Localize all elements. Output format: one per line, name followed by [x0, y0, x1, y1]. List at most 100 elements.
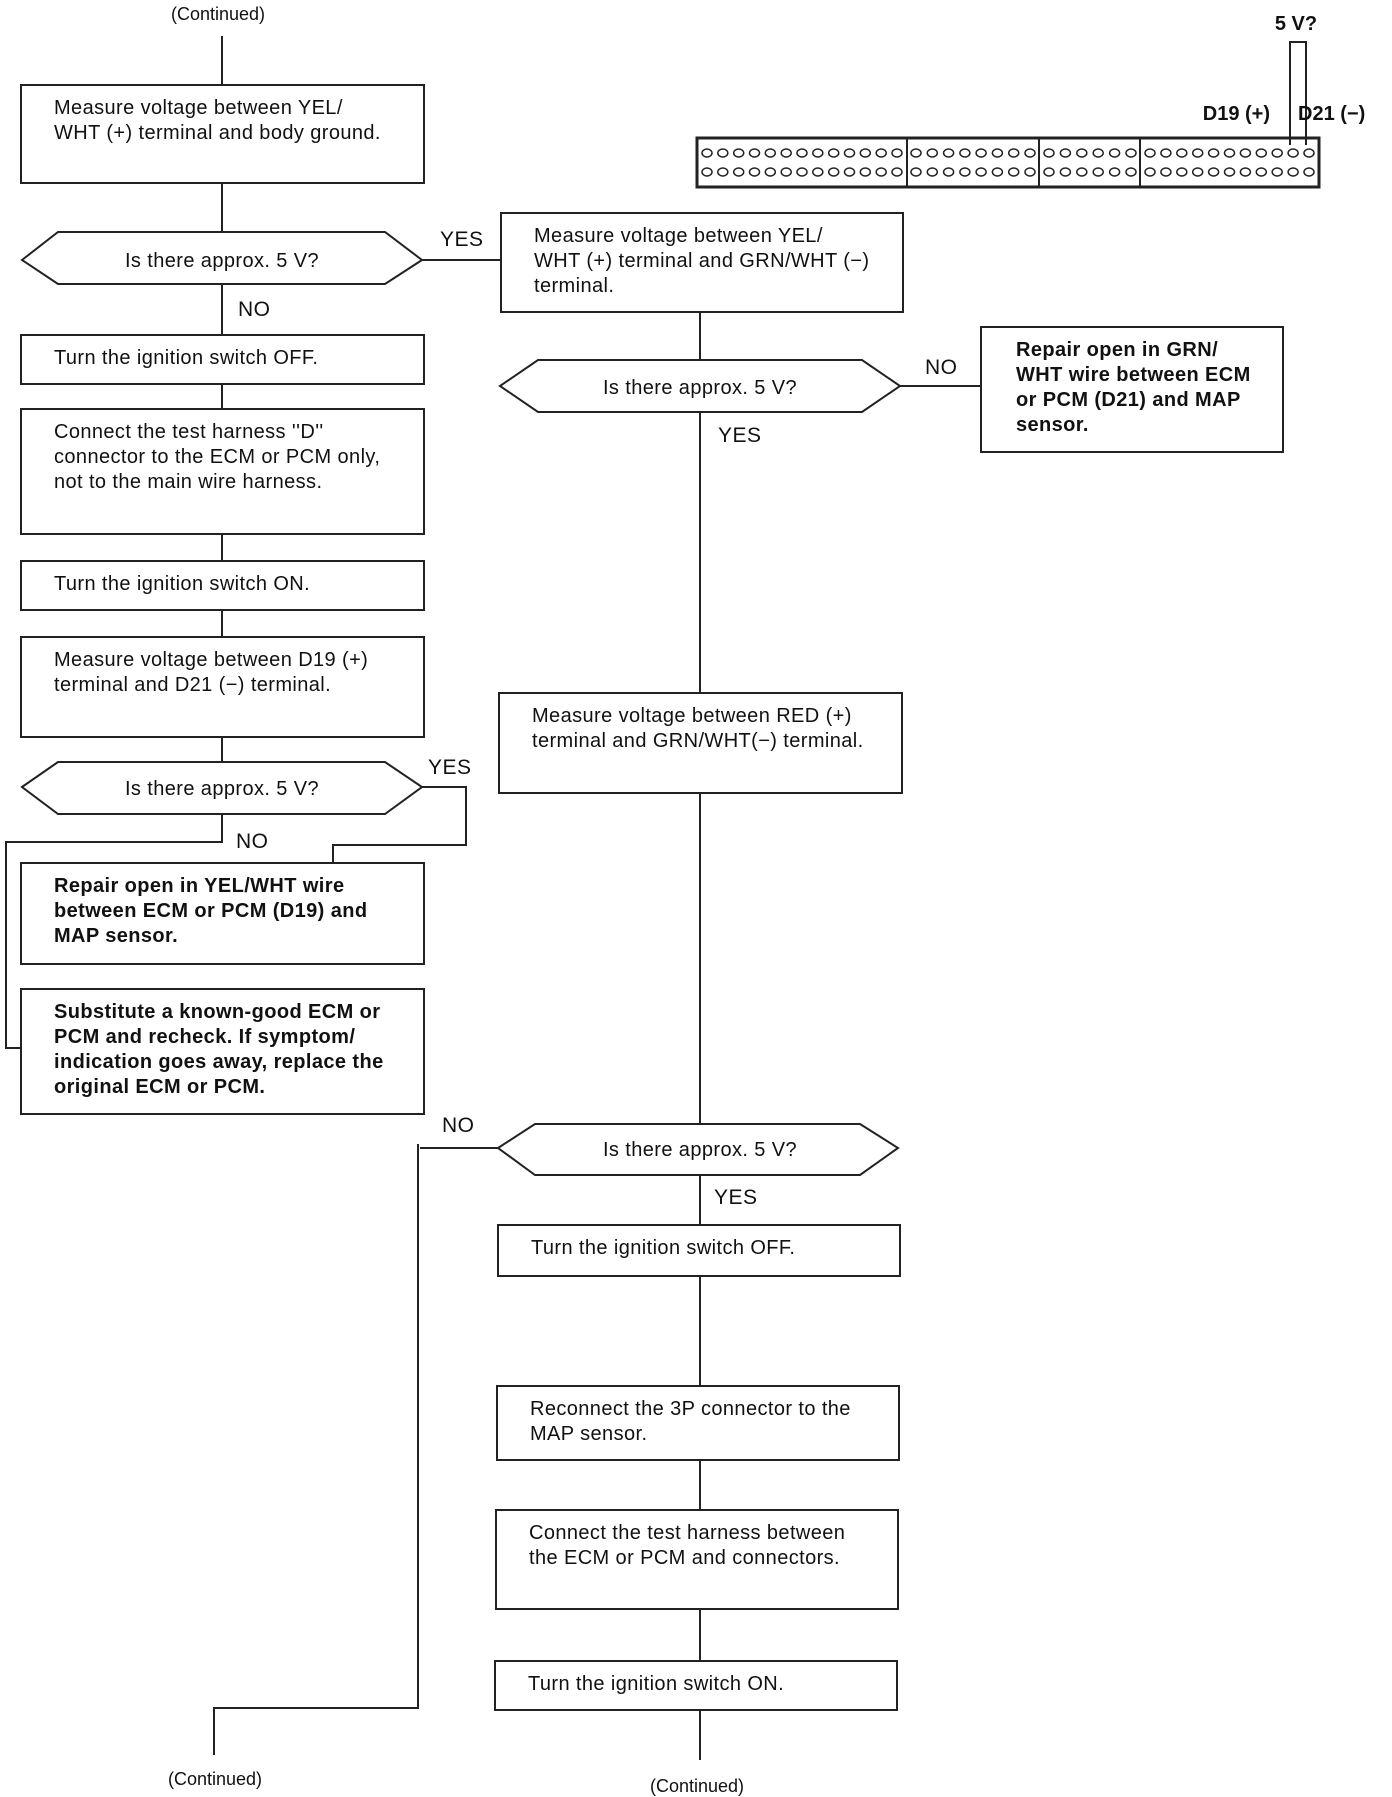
- connector-pin: [959, 167, 971, 177]
- connector-pin: [843, 148, 856, 158]
- step-connect-test-harness-all: Connect the test harness between the ECM…: [495, 1509, 899, 1610]
- connector-pin: [732, 148, 745, 158]
- connector-pin: [1271, 167, 1283, 177]
- connector-pin: [1043, 167, 1055, 177]
- connector-pin: [1303, 148, 1315, 158]
- decision-text-3: Is there approx. 5 V?: [603, 377, 797, 399]
- connector-pin: [701, 148, 713, 158]
- answer-no-3: NO: [925, 356, 958, 379]
- connector-pin: [1191, 148, 1204, 158]
- continued-bottom-left-label: (Continued): [168, 1769, 263, 1789]
- step-text: Repair open in GRN/ WHT wire between ECM…: [1016, 339, 1251, 436]
- answer-yes-1: YES: [440, 228, 484, 251]
- decision-text-4: Is there approx. 5 V?: [603, 1139, 797, 1161]
- step-text: Substitute a known-good ECM or PCM and r…: [54, 1001, 384, 1098]
- connector-pin: [812, 148, 824, 158]
- step-repair-yel-wht: Repair open in YEL/WHT wire between ECM …: [20, 862, 425, 965]
- connector-pin: [717, 167, 729, 177]
- step-measure-d19-d21: Measure voltage between D19 (+) terminal…: [20, 636, 425, 738]
- connector-pin: [1287, 167, 1299, 177]
- connector-pin: [1144, 148, 1156, 158]
- step-text: Reconnect the 3P connector to the MAP se…: [530, 1398, 851, 1445]
- connector-pin: [975, 148, 987, 158]
- connector-pin: [1125, 167, 1137, 177]
- pin-d21-label: D21 (−): [1298, 103, 1365, 125]
- connector-pin: [1223, 148, 1236, 158]
- connector-pin: [891, 167, 903, 177]
- step-substitute-ecm: Substitute a known-good ECM or PCM and r…: [20, 988, 425, 1115]
- connector-pin: [1176, 167, 1188, 177]
- step-text: Measure voltage between YEL/ WHT (+) ter…: [54, 97, 381, 144]
- step-text: Turn the ignition switch OFF.: [531, 1237, 796, 1259]
- connector-pin: [1076, 167, 1088, 177]
- connector-pin: [717, 148, 729, 158]
- connector-pin: [1125, 148, 1137, 158]
- connector-pin: [975, 167, 987, 177]
- connector-pin: [875, 167, 887, 177]
- connector-pin: [926, 148, 939, 158]
- continued-bottom-right-label: (Continued): [650, 1776, 745, 1796]
- no-path-to-substitute: [5, 814, 223, 1049]
- connector-pin: [942, 148, 955, 158]
- connector-pin: [748, 167, 761, 177]
- connector-pin: [1024, 167, 1036, 177]
- step-turn-on-1: Turn the ignition switch ON.: [20, 560, 425, 611]
- decision-text-1: Is there approx. 5 V?: [125, 250, 319, 272]
- connector-pin: [1239, 167, 1252, 177]
- step-measure-red-grn-wht: Measure voltage between RED (+) terminal…: [498, 692, 903, 794]
- step-text: Repair open in YEL/WHT wire between ECM …: [54, 875, 368, 947]
- connector-pin: [1024, 148, 1036, 158]
- meter-lead: [1289, 41, 1307, 145]
- connector-pin: [859, 148, 872, 158]
- connector-pin: [1076, 148, 1088, 158]
- connector-pin: [1223, 167, 1236, 177]
- connector-pin: [1303, 167, 1315, 177]
- connector-pin: [827, 148, 840, 158]
- step-reconnect-3p: Reconnect the 3P connector to the MAP se…: [496, 1385, 900, 1461]
- answer-yes-2: YES: [428, 756, 472, 779]
- connector-pin: [1144, 167, 1156, 177]
- decision-shape: [20, 761, 424, 815]
- step-connect-test-harness-d: Connect the test harness ''D'' connector…: [20, 408, 425, 535]
- connector-pin: [1160, 148, 1172, 158]
- connector-pin: [701, 167, 713, 177]
- connector-pin: [1007, 148, 1020, 158]
- connector-pin: [1043, 148, 1055, 158]
- connector-pin: [796, 167, 808, 177]
- connector-pin: [942, 167, 955, 177]
- connector-pin: [926, 167, 939, 177]
- ecm-connector: [695, 136, 1321, 189]
- ecm-connector-diagram: 5 V? D19 (+) D21 (−): [695, 13, 1365, 189]
- connector-pin: [764, 167, 777, 177]
- decision-shape: [498, 359, 902, 413]
- pin-d19-label: D19 (+): [1203, 103, 1270, 125]
- step-turn-off-1: Turn the ignition switch OFF.: [20, 334, 425, 385]
- step-text: Measure voltage between RED (+) terminal…: [532, 705, 864, 752]
- answer-no-4: NO: [442, 1114, 475, 1137]
- connector-pin: [959, 148, 971, 158]
- connector-pin: [748, 148, 761, 158]
- connector-pin: [1108, 148, 1121, 158]
- connector-pin: [1092, 148, 1104, 158]
- connector-pin: [812, 167, 824, 177]
- step-measure-yel-wht-body: Measure voltage between YEL/ WHT (+) ter…: [20, 84, 425, 184]
- connector-pin: [1207, 167, 1220, 177]
- connector-pin: [910, 148, 922, 158]
- step-text: Measure voltage between D19 (+) terminal…: [54, 649, 369, 696]
- answer-yes-3: YES: [718, 424, 762, 447]
- answer-no-2: NO: [236, 830, 269, 853]
- step-repair-grn-wht: Repair open in GRN/ WHT wire between ECM…: [980, 326, 1284, 453]
- connector-pin: [875, 148, 887, 158]
- connector-pin: [1059, 148, 1072, 158]
- connector-pin: [991, 167, 1004, 177]
- decision-shape: [20, 231, 424, 285]
- connector-pin: [1092, 167, 1104, 177]
- connector-pin: [1191, 167, 1204, 177]
- step-text: Connect the test harness ''D'' connector…: [54, 421, 381, 493]
- connector-pin: [1059, 167, 1072, 177]
- connector-pin: [796, 148, 808, 158]
- connector-pin: [991, 148, 1004, 158]
- step-turn-on-2: Turn the ignition switch ON.: [494, 1660, 898, 1711]
- connector-pin: [1207, 148, 1220, 158]
